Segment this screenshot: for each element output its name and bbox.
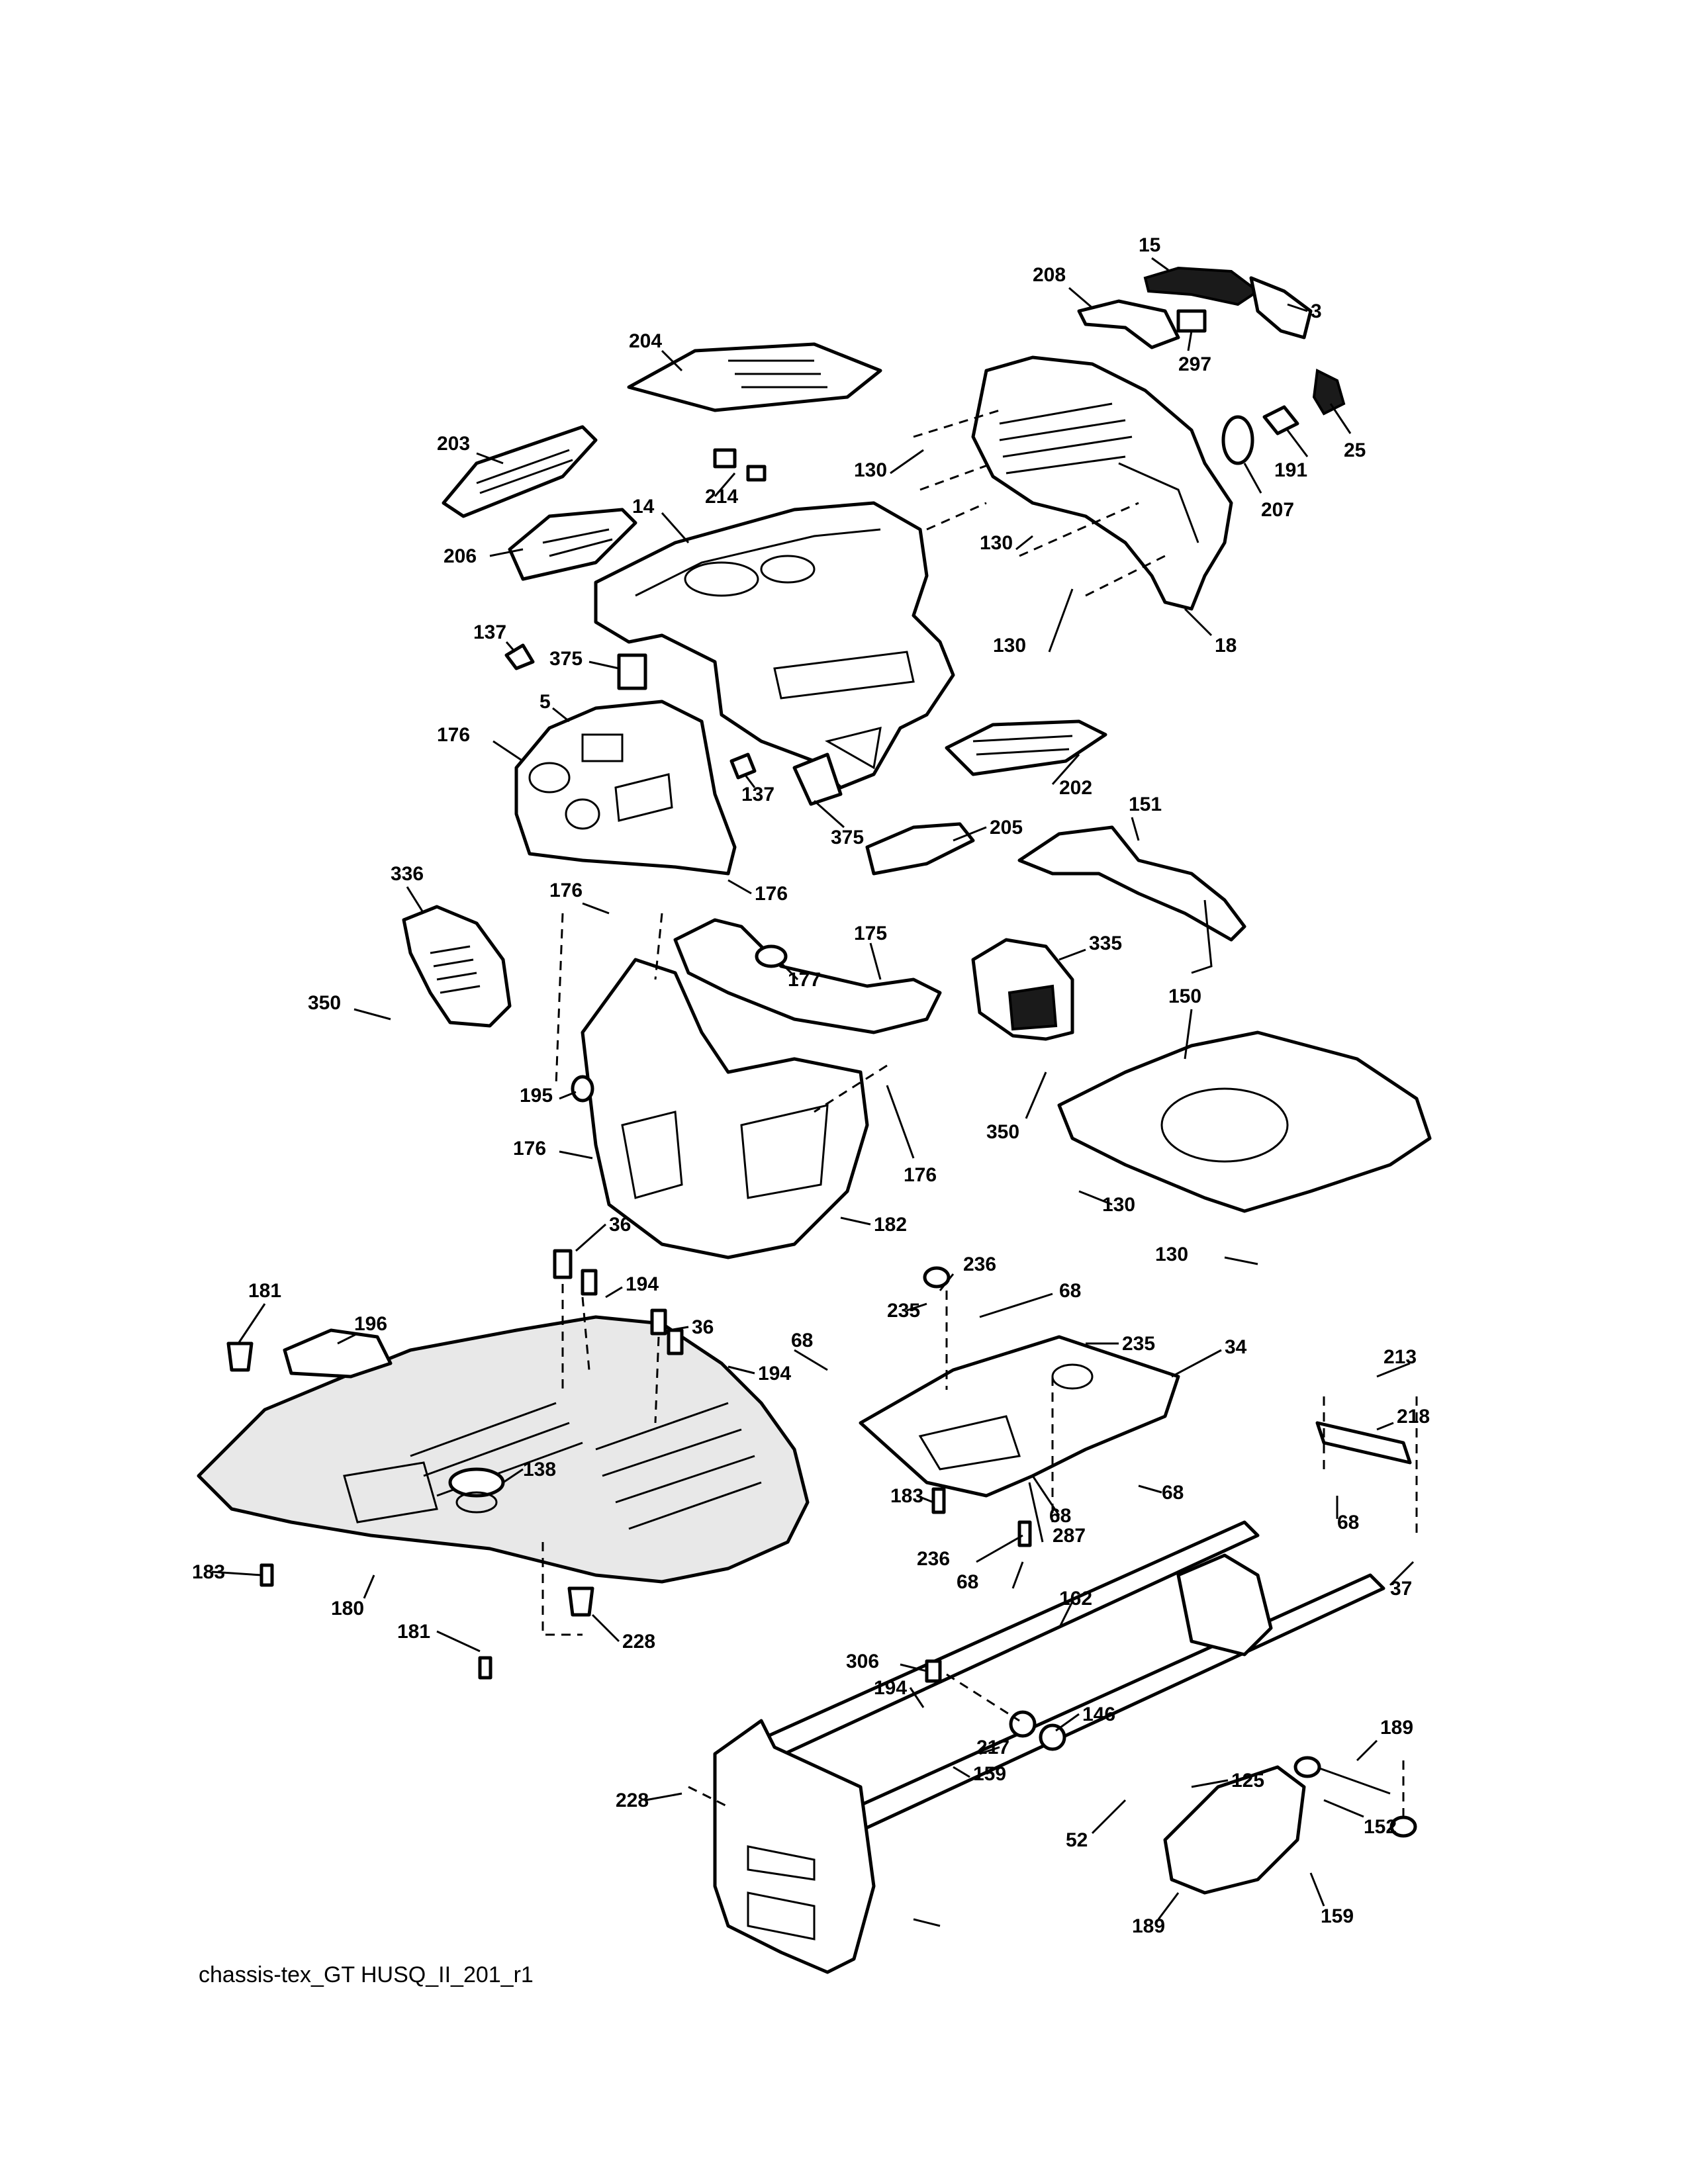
callout-label: 196 [354, 1313, 387, 1335]
callout-label: 189 [1132, 1915, 1165, 1937]
callout-label: 297 [1178, 353, 1211, 375]
callout-label: 207 [1261, 499, 1294, 521]
callout-label: 228 [616, 1790, 649, 1811]
callout-label: 306 [846, 1651, 879, 1672]
callout-label: 176 [513, 1138, 546, 1160]
callout-label: 214 [705, 486, 738, 508]
callout-label: 130 [1102, 1194, 1135, 1216]
callout-label: 137 [473, 621, 506, 643]
diagram-caption: chassis-tex_GT HUSQ_II_201_r1 [199, 1962, 534, 1987]
frame-assembly [713, 1520, 1417, 1974]
callout-label: 375 [831, 827, 864, 848]
callout-label: 350 [308, 992, 341, 1014]
callout-label: 68 [957, 1571, 978, 1593]
callout-label: 182 [874, 1214, 907, 1236]
callout-label: 217 [976, 1737, 1009, 1758]
callout-label: 181 [397, 1621, 430, 1643]
callout-label: 375 [549, 648, 583, 670]
callout-label: 68 [1049, 1505, 1071, 1527]
callout-label: 125 [1231, 1770, 1264, 1792]
callout-label: 236 [917, 1548, 950, 1570]
callout-label: 205 [990, 817, 1023, 839]
callout-label: 137 [741, 784, 774, 805]
callout-label: 180 [331, 1598, 364, 1619]
callout-label: 176 [904, 1164, 937, 1186]
callout-label: 36 [692, 1316, 714, 1338]
hood-assembly [442, 342, 955, 806]
callout-label: 176 [437, 724, 470, 746]
callout-label: 235 [1122, 1333, 1155, 1355]
callout-label: 206 [444, 545, 477, 567]
callout-label: 162 [1059, 1588, 1092, 1610]
callout-label: 183 [890, 1485, 923, 1507]
callout-label: 159 [1321, 1905, 1354, 1927]
callout-label: 181 [248, 1280, 281, 1302]
callout-label: 194 [758, 1363, 791, 1385]
callout-label: 350 [986, 1121, 1019, 1143]
callout-label: 68 [1059, 1280, 1081, 1302]
callout-label: 3 [1311, 300, 1322, 322]
callout-label: 189 [1380, 1717, 1413, 1739]
dash-assembly [402, 700, 1432, 1259]
callout-label: 177 [788, 969, 821, 991]
callout-label: 236 [963, 1253, 996, 1275]
callout-label: 52 [1066, 1829, 1088, 1851]
callout-label: 213 [1383, 1346, 1417, 1368]
callout-label: 14 [632, 496, 655, 518]
callout-label: 138 [523, 1459, 556, 1480]
callout-label: 130 [854, 459, 887, 481]
callout-label: 68 [1337, 1512, 1359, 1533]
callout-label: 130 [980, 532, 1013, 554]
callout-label: 68 [791, 1330, 813, 1351]
callout-label: 34 [1225, 1336, 1247, 1358]
callout-label: 183 [192, 1561, 225, 1583]
callout-label: 5 [539, 691, 551, 713]
callout-label: 287 [1053, 1525, 1086, 1547]
assembly-lines [541, 409, 1418, 1820]
front-nose-assembly [865, 266, 1346, 876]
callout-label: 235 [887, 1300, 920, 1322]
callout-label: 194 [626, 1273, 659, 1295]
callout-label: 176 [549, 880, 583, 901]
callout-label: 130 [1155, 1244, 1188, 1265]
callout-label: 202 [1059, 777, 1092, 799]
callout-label: 159 [973, 1763, 1006, 1785]
callout-label: 36 [609, 1214, 631, 1236]
callout-label: 208 [1033, 264, 1066, 286]
callout-label: 218 [1397, 1406, 1430, 1428]
callout-label: 228 [622, 1631, 655, 1653]
callout-label: 130 [993, 635, 1026, 657]
callout-label: 152 [1364, 1816, 1397, 1838]
callout-label: 176 [755, 883, 788, 905]
callout-label: 175 [854, 923, 887, 944]
callout-label: 204 [629, 330, 662, 352]
callout-label: 151 [1129, 794, 1162, 815]
footrest-assembly [197, 1249, 810, 1680]
callout-label: 203 [437, 433, 470, 455]
callout-label: 194 [874, 1677, 907, 1699]
leader-lines [211, 257, 1415, 1927]
callout-label: 146 [1082, 1704, 1115, 1725]
callout-label: 25 [1344, 439, 1366, 461]
callout-label: 336 [391, 863, 424, 885]
callout-label: 150 [1168, 985, 1201, 1007]
callout-label: 195 [520, 1085, 553, 1107]
callout-label: 37 [1390, 1578, 1412, 1600]
callout-label: 68 [1162, 1482, 1184, 1504]
callout-labels: 15 208 3 297 204 25 203 214 130 191 14 207 206 130 130… [192, 234, 1430, 1937]
steering-plate-assembly [859, 1266, 1412, 1547]
callout-label: 15 [1139, 234, 1160, 256]
callout-label: 18 [1215, 635, 1237, 657]
callout-label: 335 [1089, 933, 1122, 954]
callout-label: 191 [1274, 459, 1307, 481]
